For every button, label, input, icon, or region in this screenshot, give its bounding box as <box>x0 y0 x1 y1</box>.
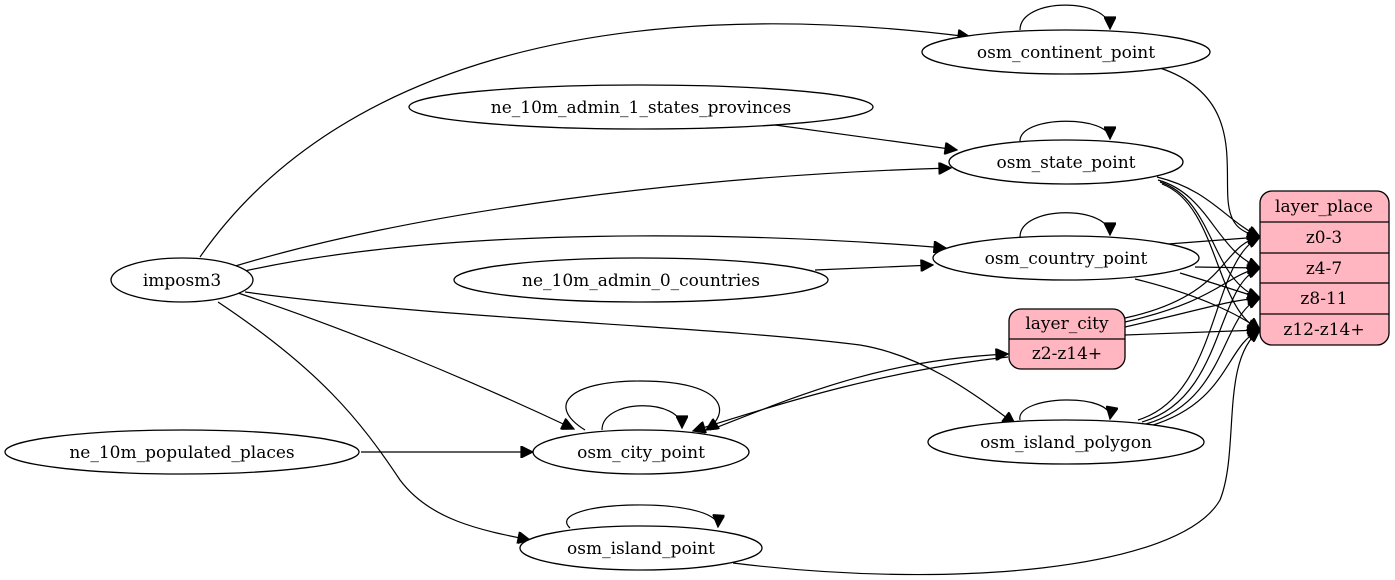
node-label: ne_10m_admin_1_states_provinces <box>491 98 791 118</box>
record-port: z2-z14+ <box>1032 344 1102 364</box>
node-ne-10m-populated-places: ne_10m_populated_places <box>4 429 360 475</box>
edge-osm-country-point-to-z4-7 <box>1194 267 1260 268</box>
node-osm-island-polygon: osm_island_polygon <box>927 419 1205 465</box>
edge-osm-state-point-to-z0-3 <box>1156 176 1260 237</box>
record-port: z12-z14+ <box>1283 320 1364 340</box>
edge-osm-continent-point-to-z0-3 <box>1159 67 1260 237</box>
edge-admin1-to-osm-state-point <box>774 124 957 150</box>
node-label: osm_state_point <box>997 153 1136 173</box>
self-loop-osm-island-point <box>566 504 718 529</box>
node-ne-10m-admin-0-countries: ne_10m_admin_0_countries <box>453 257 829 303</box>
edge-osm-island-polygon-to-z4-7 <box>1141 268 1260 423</box>
edge-imposm3-to-osm-country-point <box>239 235 946 273</box>
record-layer-city: layer_city z2-z14+ <box>1008 308 1126 370</box>
record-title: layer_place <box>1275 197 1373 217</box>
edge-osm-country-point-to-z0-3 <box>1167 237 1260 245</box>
node-osm-city-point: osm_city_point <box>532 429 750 475</box>
record-port: z0-3 <box>1306 228 1342 248</box>
edge-osm-country-point-to-z8-11 <box>1179 272 1260 298</box>
edge-imposm3-to-osm-island-point <box>217 301 530 540</box>
edge-imposm3-to-osm-state-point <box>231 168 951 268</box>
node-label: osm_continent_point <box>977 43 1155 63</box>
self-loop-osm-city-point-inner <box>601 405 682 431</box>
edge-imposm3-to-osm-island-polygon <box>244 291 1015 424</box>
edges <box>199 4 1260 576</box>
node-label: osm_island_point <box>567 539 715 559</box>
edge-osm-city-point-to-layer-city <box>709 354 1008 431</box>
edge-imposm3-to-osm-city-point <box>237 292 574 429</box>
edge-layer-city-to-z12 <box>1124 330 1260 335</box>
self-loop-osm-city-point-outer <box>565 380 720 430</box>
node-osm-state-point: osm_state_point <box>948 139 1184 185</box>
record-title: layer_city <box>1025 314 1109 334</box>
record-layer-place: layer_place z0-3 z4-7 z8-11 z12-z14+ <box>1259 190 1390 346</box>
node-label: osm_country_point <box>985 249 1148 269</box>
record-port: z8-11 <box>1300 289 1347 309</box>
edge-osm-island-point-to-z12 <box>732 330 1260 576</box>
edge-osm-island-polygon-to-z0-3 <box>1137 237 1260 421</box>
edge-admin0-to-osm-country-point <box>814 265 933 270</box>
node-osm-island-point: osm_island_point <box>519 525 763 571</box>
node-label: imposm3 <box>143 271 221 291</box>
edge-imposm3-to-osm-continent-point <box>199 23 970 258</box>
node-osm-country-point: osm_country_point <box>932 235 1200 281</box>
edge-layer-city-to-osm-city-point <box>693 356 1009 431</box>
self-loop-osm-state-point <box>1019 120 1110 142</box>
node-label: ne_10m_admin_0_countries <box>522 271 760 291</box>
record-port: z4-7 <box>1306 259 1342 279</box>
edge-osm-state-point-to-z4-7 <box>1157 179 1260 268</box>
node-label: ne_10m_populated_places <box>69 443 294 463</box>
node-ne-10m-admin-1-states-provinces: ne_10m_admin_1_states_provinces <box>408 84 874 130</box>
self-loop-osm-country-point <box>1019 212 1110 238</box>
node-label: osm_island_polygon <box>980 433 1152 453</box>
edge-osm-state-point-to-z12 <box>1161 183 1260 330</box>
self-loop-osm-island-polygon <box>1019 399 1110 420</box>
self-loop-osm-continent-point <box>1019 4 1110 31</box>
node-label: osm_city_point <box>577 443 705 463</box>
edge-osm-state-point-to-z8-11 <box>1159 181 1260 298</box>
edge-osm-island-polygon-to-z8-11 <box>1145 298 1260 425</box>
node-imposm3: imposm3 <box>110 257 254 303</box>
node-osm-continent-point: osm_continent_point <box>921 29 1211 75</box>
